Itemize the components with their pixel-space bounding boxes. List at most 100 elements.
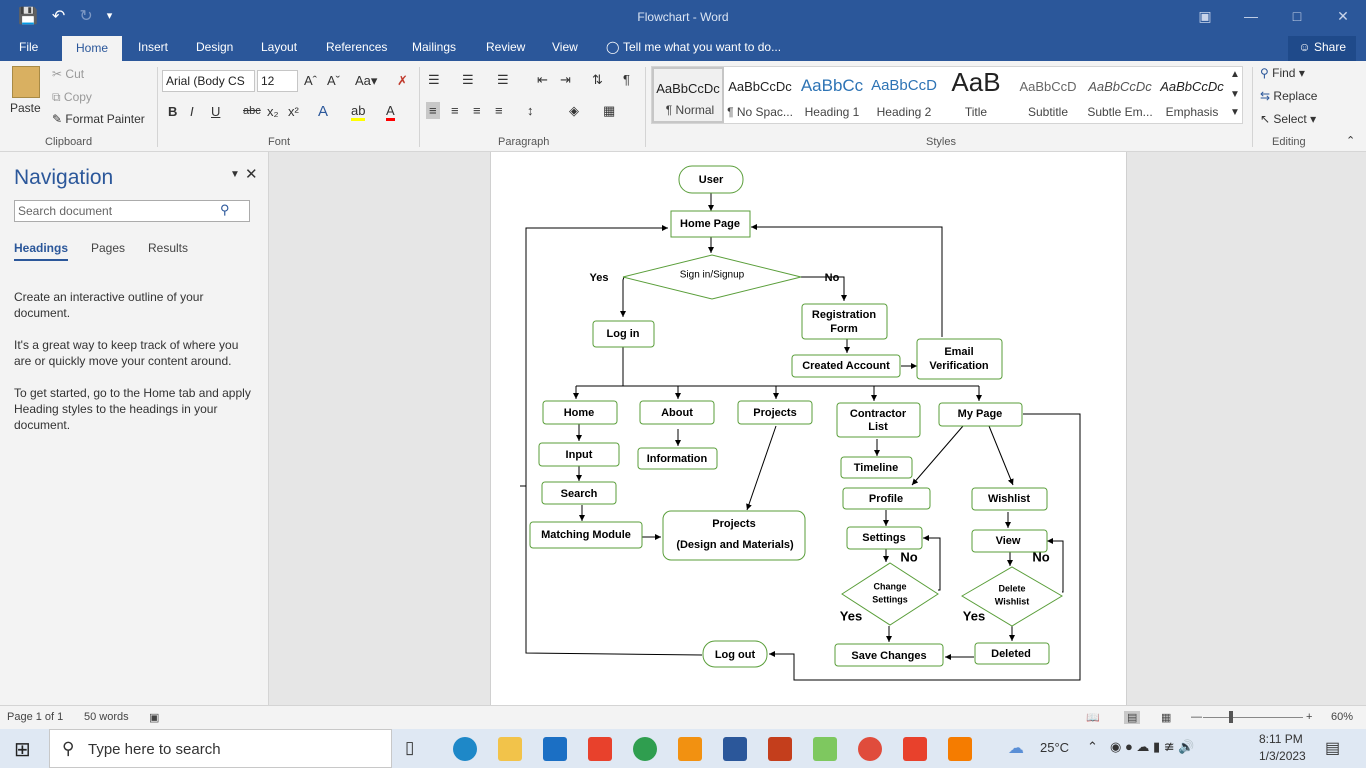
style-no-spacing[interactable]: AaBbCcDc¶ No Spac...	[724, 67, 796, 123]
change-case-icon[interactable]: Aa▾	[355, 73, 378, 88]
clock-date[interactable]: 1/3/2023	[1259, 749, 1306, 763]
taskbar-search[interactable]: ⚲ Type here to search	[49, 729, 392, 768]
show-marks-icon[interactable]: ¶	[623, 72, 630, 87]
paste-button[interactable]: Paste	[10, 101, 41, 115]
tab-mailings[interactable]: Mailings	[412, 40, 457, 54]
zoom-slider[interactable]	[1203, 717, 1303, 718]
read-mode-icon[interactable]: 📖	[1086, 712, 1100, 724]
bold-icon[interactable]: B	[168, 104, 178, 119]
temperature[interactable]: 25°C	[1040, 740, 1070, 755]
tab-file[interactable]: File	[19, 40, 39, 54]
close-button[interactable]: ✕	[1337, 8, 1349, 24]
edge-icon[interactable]	[453, 737, 477, 761]
chevron-up-icon[interactable]: ⌃	[1087, 739, 1098, 754]
font-color-icon[interactable]: A	[386, 103, 395, 121]
search-icon[interactable]: ⚲	[220, 202, 230, 217]
subscript-icon[interactable]: x₂	[267, 104, 279, 119]
git-desktop-icon[interactable]	[903, 737, 927, 761]
decrease-indent-icon[interactable]: ⇤	[537, 72, 548, 87]
tab-home[interactable]: Home	[62, 36, 123, 61]
tell-me-box[interactable]: Tell me what you want to do...	[623, 40, 782, 54]
style-normal[interactable]: AaBbCcDc¶ Normal	[652, 67, 724, 123]
styles-scroll-down-icon[interactable]: ▼	[1230, 89, 1240, 100]
tray-icons[interactable]: ◉ ● ☁ ▮ ≇ 🔊	[1110, 739, 1195, 754]
web-layout-icon[interactable]: ▦	[1161, 712, 1172, 724]
sort-icon[interactable]: ⇅	[592, 72, 603, 87]
task-view-icon[interactable]: ▯	[405, 738, 415, 757]
numbering-icon[interactable]: ☰	[462, 72, 474, 87]
increase-indent-icon[interactable]: ⇥	[560, 72, 571, 87]
collapse-ribbon-icon[interactable]: ⌃	[1346, 135, 1356, 147]
copy-button[interactable]: ⧉ Copy	[52, 90, 92, 105]
proofing-icon[interactable]: ▣	[149, 712, 160, 724]
font-size-select[interactable]: 12	[257, 70, 298, 92]
bullets-icon[interactable]: ☰	[428, 72, 440, 87]
justify-icon[interactable]: ≡	[495, 103, 503, 118]
ribbon-display-icon[interactable]: ▣	[1198, 8, 1212, 24]
shading-icon[interactable]: ◈	[569, 103, 579, 118]
search-input[interactable]: Search document	[14, 200, 250, 222]
tab-headings[interactable]: Headings	[14, 241, 69, 261]
shrink-font-icon[interactable]: Aˇ	[327, 73, 340, 88]
cut-button[interactable]: ✂ Cut	[52, 67, 84, 81]
print-layout-icon[interactable]: ▤	[1124, 711, 1141, 724]
format-painter-button[interactable]: ✎ Format Painter	[52, 112, 145, 126]
borders-icon[interactable]: ▦	[603, 103, 616, 118]
tab-view[interactable]: View	[552, 40, 578, 54]
underline-icon[interactable]: U	[211, 104, 221, 119]
zoom-slider-thumb[interactable]	[1229, 711, 1233, 723]
find-button[interactable]: ⚲ Find ▾	[1260, 66, 1305, 80]
align-right-icon[interactable]: ≡	[473, 103, 481, 118]
weather-icon[interactable]: ☁	[1008, 740, 1024, 757]
tab-review[interactable]: Review	[486, 40, 526, 54]
align-left-icon[interactable]: ≡	[426, 102, 440, 119]
tab-references[interactable]: References	[326, 40, 388, 54]
undo-icon[interactable]: ↶	[51, 8, 66, 25]
powerpoint-icon[interactable]	[768, 737, 792, 761]
close-icon[interactable]: ✕	[245, 166, 258, 183]
styles-scroll-up-icon[interactable]: ▲	[1230, 69, 1240, 80]
tab-results[interactable]: Results	[148, 241, 189, 255]
line-spacing-icon[interactable]: ↕	[527, 103, 534, 118]
styles-more-icon[interactable]: ▼	[1230, 107, 1240, 118]
zoom-in-icon[interactable]: +	[1306, 711, 1313, 723]
windows-start-icon[interactable]: ⊞	[14, 739, 31, 761]
app-icon[interactable]	[813, 737, 837, 761]
multilevel-list-icon[interactable]: ☰	[497, 72, 509, 87]
mail-icon[interactable]	[543, 737, 567, 761]
superscript-icon[interactable]: x²	[288, 104, 299, 119]
tab-pages[interactable]: Pages	[91, 241, 126, 255]
grow-font-icon[interactable]: Aˆ	[304, 73, 317, 88]
font-name-select[interactable]: Arial (Body CS	[162, 70, 255, 92]
highlight-icon[interactable]: ab	[351, 103, 366, 121]
customize-qat-icon[interactable]: ▾	[106, 10, 113, 22]
select-button[interactable]: ↖ Select ▾	[1260, 112, 1317, 126]
zoom-level[interactable]: 60%	[1331, 711, 1354, 723]
file-explorer-icon[interactable]	[498, 737, 522, 761]
document-page[interactable]: User Home Page Sign in/Signup Yes No Log…	[490, 152, 1127, 705]
maximize-button[interactable]: □	[1292, 8, 1302, 24]
xampp-icon[interactable]	[948, 737, 972, 761]
chrome-profile-icon[interactable]	[858, 737, 882, 761]
redo-icon[interactable]: ↻	[79, 8, 93, 25]
save-icon[interactable]: 💾	[18, 8, 38, 25]
zoom-out-icon[interactable]: —	[1191, 711, 1202, 723]
align-center-icon[interactable]: ≡	[451, 103, 459, 118]
minimize-button[interactable]: —	[1244, 8, 1258, 24]
notification-icon[interactable]: ▤	[1325, 740, 1341, 757]
paste-icon[interactable]	[12, 66, 40, 98]
word-count[interactable]: 50 words	[84, 711, 129, 723]
sublime-icon[interactable]	[678, 737, 702, 761]
replace-button[interactable]: ⇆ Replace	[1260, 89, 1317, 103]
pane-options-icon[interactable]: ▼	[230, 169, 240, 180]
tab-layout[interactable]: Layout	[261, 40, 298, 54]
share-button[interactable]: ☺ Share	[1288, 36, 1356, 61]
git-icon[interactable]	[588, 737, 612, 761]
strikethrough-icon[interactable]: abc	[243, 105, 261, 117]
text-effects-icon[interactable]: A	[318, 103, 329, 120]
